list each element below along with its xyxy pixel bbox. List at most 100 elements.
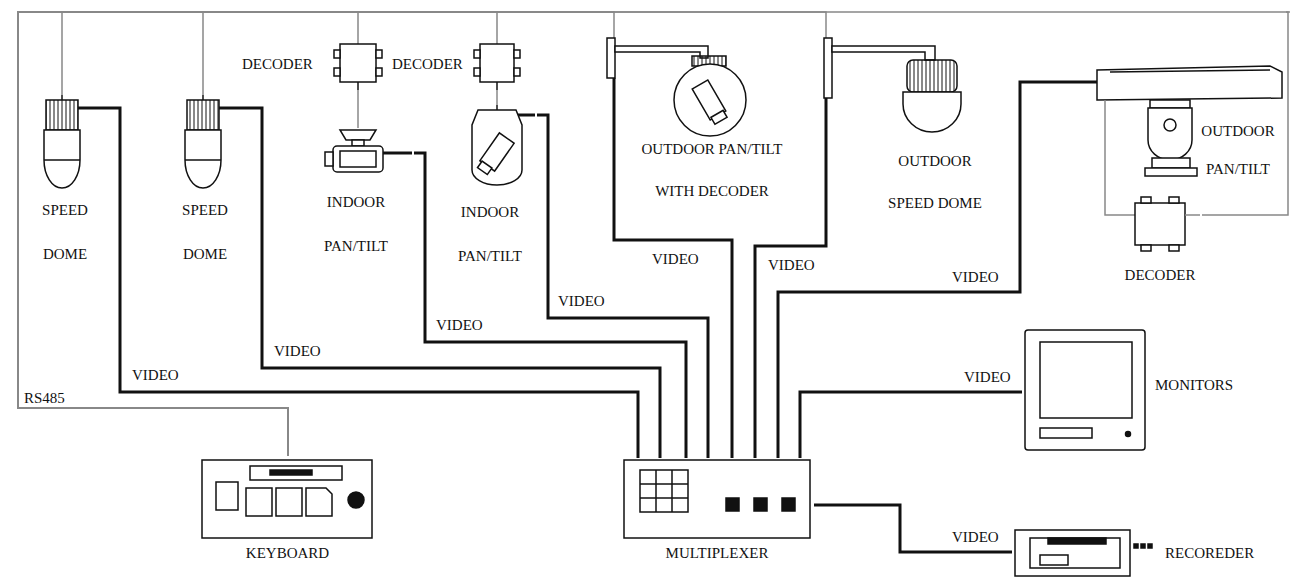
decoder-icon-part — [474, 50, 480, 58]
indoor-pan-tilt-icon-part — [352, 140, 364, 146]
multiplexer-icon-part — [624, 460, 810, 538]
recorder-icon — [1015, 530, 1152, 576]
recorder-icon-part — [1141, 544, 1145, 548]
recorder-node: RECOREDER — [1012, 528, 1280, 577]
decoder-icon-part — [1141, 245, 1151, 251]
decoder-icon-part — [1141, 197, 1151, 203]
indoor-pan-tilt-icon-part — [340, 151, 376, 167]
signal-label: VIDEO — [766, 256, 817, 274]
outdoor-pan-tilt-icon-part — [1152, 158, 1190, 168]
video-cable — [814, 505, 1012, 552]
outdoor-speed-dome-icon-part — [832, 46, 935, 60]
device-label: OUTDOOR PAN/TILT WITH DECODER — [627, 128, 797, 212]
decoder-icon-part — [334, 68, 340, 76]
device-label: DECODER — [392, 54, 476, 74]
rs485-wire — [18, 12, 288, 456]
multiplexer-icon-part — [754, 498, 767, 511]
keyboard-icon-part — [270, 470, 312, 475]
camera-node: INDOOR PAN/TILT — [445, 105, 537, 280]
speed-dome-icon — [44, 95, 102, 188]
bus-label: RS485 — [22, 389, 67, 407]
device-label: MONITORS — [1155, 375, 1255, 395]
decoder-icon-part — [357, 36, 359, 44]
speed-dome-icon-part — [46, 100, 78, 130]
rs485-wire — [1105, 192, 1120, 215]
video-cable — [614, 215, 732, 458]
indoor-pan-tilt-icon-part — [472, 110, 522, 185]
signal-label: VIDEO — [434, 316, 485, 334]
outdoor-pan-tilt-icon-part — [1145, 168, 1197, 176]
decoder-icon-part — [474, 68, 480, 76]
multiplexer-node: MULTIPLEXER — [622, 458, 814, 570]
camera-node: OUTDOOR SPEED DOME — [822, 14, 1000, 225]
outdoor-pan-tilt-icon-part — [1097, 66, 1282, 100]
monitor-node: MONITORS — [1022, 328, 1262, 452]
indoor-pan-tilt-icon-part — [340, 130, 376, 140]
rs485-wire — [18, 12, 614, 456]
camera-node: SPEED DOME — [22, 95, 102, 280]
rs485-wire — [18, 12, 1288, 456]
multiplexer-icon-part — [671, 470, 673, 512]
multiplexer-icon-part — [640, 483, 688, 485]
camera-node: OUTDOOR PAN/TILT WITH DECODER — [604, 14, 815, 215]
outdoor-pan-tilt-icon-part — [1164, 119, 1176, 131]
indoor-pan-tilt-icon-part — [325, 152, 333, 166]
device-label: INDOOR PAN/TILT — [300, 180, 412, 268]
decoder-icon-part — [1120, 214, 1135, 216]
recorder-icon-part — [1048, 538, 1106, 544]
outdoor-pan-tilt-icon-part — [1104, 100, 1106, 192]
indoor-pan-tilt-icon — [472, 105, 535, 185]
keyboard-icon-part — [306, 488, 332, 516]
outdoor-speed-dome-icon-part — [825, 98, 828, 225]
decoder-icon-part — [376, 68, 382, 76]
outdoor-pan-tilt-icon-part — [1040, 81, 1097, 84]
keyboard-icon-part — [246, 488, 272, 516]
speed-dome-icon — [185, 95, 245, 188]
device-label: SPEED DOME — [170, 188, 240, 276]
decoder-icon — [334, 36, 382, 90]
device-label: DECODER — [1120, 265, 1200, 285]
rs485-wire — [18, 12, 288, 456]
device-label: OUTDOOR PAN/TILT — [1198, 112, 1278, 188]
device-label: OUTDOOR SPEED DOME — [875, 140, 995, 224]
signal-label: VIDEO — [950, 528, 1001, 546]
video-cable — [537, 115, 708, 458]
rs485-wire — [18, 12, 358, 456]
indoor-pan-tilt-icon-part — [518, 114, 535, 117]
keyboard-node: KEYBOARD — [200, 456, 377, 570]
decoder-icon-part — [340, 44, 376, 82]
signal-label: VIDEO — [962, 368, 1013, 386]
decoder-icon — [1120, 197, 1200, 251]
decoder-icon-part — [514, 50, 520, 58]
decoder-icon-part — [376, 50, 382, 58]
decoder-icon-part — [496, 82, 498, 90]
keyboard-icon-part — [276, 488, 302, 516]
signal-label: VIDEO — [950, 268, 1001, 286]
decoder-node: DECODER — [1120, 195, 1202, 290]
decoder-icon-part — [1169, 197, 1179, 203]
outdoor-pan-tilt-icon-part — [674, 64, 746, 136]
speed-dome-icon-part — [44, 159, 80, 161]
indoor-pan-tilt-icon-part — [333, 146, 383, 172]
video-cable — [755, 225, 826, 458]
video-cable — [800, 392, 1022, 458]
speed-dome-icon-part — [185, 130, 221, 188]
decoder-node: DECODER — [238, 36, 380, 90]
device-label: DECODER — [242, 54, 326, 74]
decoder-icon-part — [1169, 245, 1179, 251]
signal-label: VIDEO — [650, 250, 701, 268]
speed-dome-icon-part — [44, 130, 80, 188]
svg-defs — [44, 12, 1290, 576]
outdoor-pan-tilt-icon-part — [1148, 108, 1192, 160]
camera-node: OUTDOOR PAN/TILT — [1040, 62, 1282, 192]
outdoor-speed-dome-icon-part — [824, 38, 832, 98]
decoder-icon-part — [496, 36, 498, 44]
decoder-icon-part — [1185, 214, 1200, 216]
outdoor-pan-tilt-icon-part — [1110, 70, 1270, 72]
speed-dome-icon-part — [219, 107, 245, 110]
recorder-icon-part — [1030, 538, 1120, 568]
speed-dome-icon-part — [185, 159, 221, 161]
video-cable — [778, 82, 1040, 458]
